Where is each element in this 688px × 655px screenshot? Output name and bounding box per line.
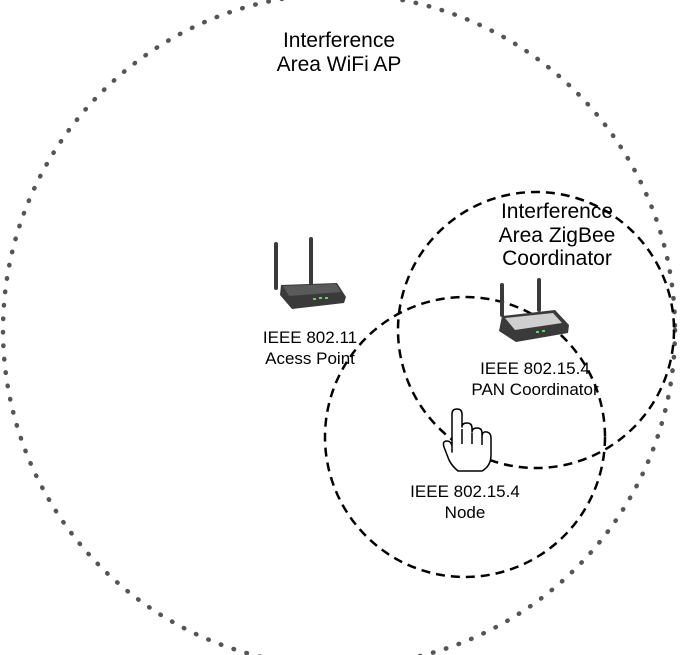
- hand-pointer-icon: [442, 408, 492, 472]
- label-line: IEEE 802.11: [262, 328, 358, 347]
- label-line: Area WiFi AP: [276, 52, 402, 76]
- label-line: Interference: [500, 200, 614, 223]
- node-range-circle: [323, 295, 607, 579]
- wifi-router-icon: [274, 237, 346, 309]
- label-line: IEEE 802.15.4: [480, 359, 590, 378]
- node-label: IEEE 802.15.4 Node: [380, 481, 550, 524]
- label-line: Coordinator: [502, 247, 612, 271]
- zigbee-interference-circle: [396, 190, 676, 470]
- zigbee-router-icon: [499, 278, 569, 342]
- label-line: IEEE 802.15.4: [410, 482, 520, 501]
- label-line: Acess Point: [265, 349, 355, 369]
- label-line: Interference: [282, 29, 396, 52]
- access-point-label: IEEE 802.11 Acess Point: [230, 327, 390, 370]
- label-line: PAN Coordinator: [471, 380, 599, 400]
- zigbee-interference-area-label: Interference Area ZigBee Coordinator: [467, 200, 647, 271]
- label-line: Area ZigBee: [498, 223, 616, 247]
- wifi-interference-area-label: Interference Area WiFi AP: [239, 29, 439, 76]
- pan-coordinator-label: IEEE 802.15.4 PAN Coordinator: [430, 358, 640, 401]
- label-line: Node: [444, 503, 486, 523]
